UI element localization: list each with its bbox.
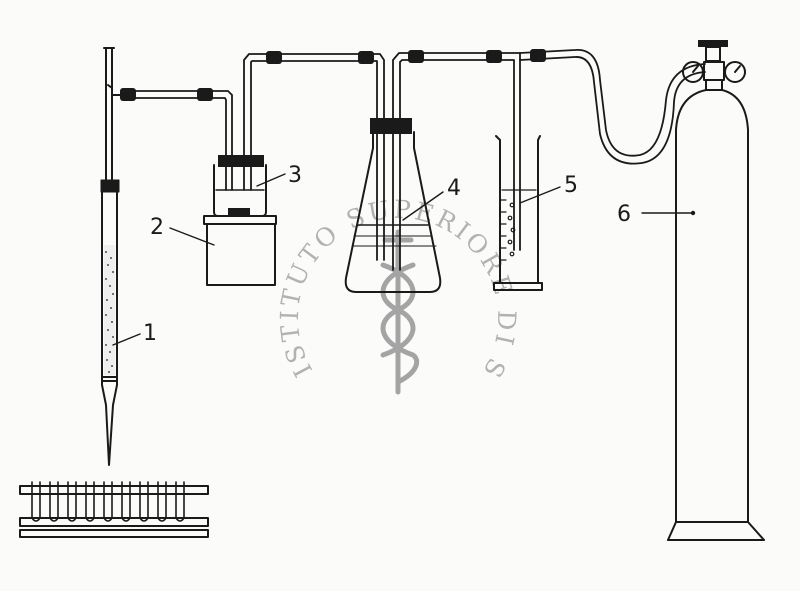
labels: 1 2 3 4 5 6 xyxy=(143,163,631,346)
leader-lines xyxy=(112,173,696,346)
watermark-seal: ISTITUTO SUPERIORE DI SANITÀ xyxy=(0,0,518,395)
label-1: 1 xyxy=(143,321,157,346)
label-6: 6 xyxy=(617,202,631,227)
test-tube-rack xyxy=(19,481,209,538)
beaker xyxy=(213,155,267,217)
stirrer-base xyxy=(203,208,277,286)
label-5: 5 xyxy=(564,173,578,198)
erlenmeyer-flask xyxy=(344,118,442,293)
label-3: 3 xyxy=(288,163,302,188)
chromatography-column xyxy=(100,47,126,466)
gas-cylinder xyxy=(667,40,765,541)
label-4: 4 xyxy=(447,176,461,201)
graduated-cylinder xyxy=(493,135,543,291)
glass-tubing xyxy=(124,49,706,271)
tube-connectors xyxy=(120,49,546,101)
label-2: 2 xyxy=(150,215,164,240)
watermark-emblem xyxy=(380,229,420,395)
